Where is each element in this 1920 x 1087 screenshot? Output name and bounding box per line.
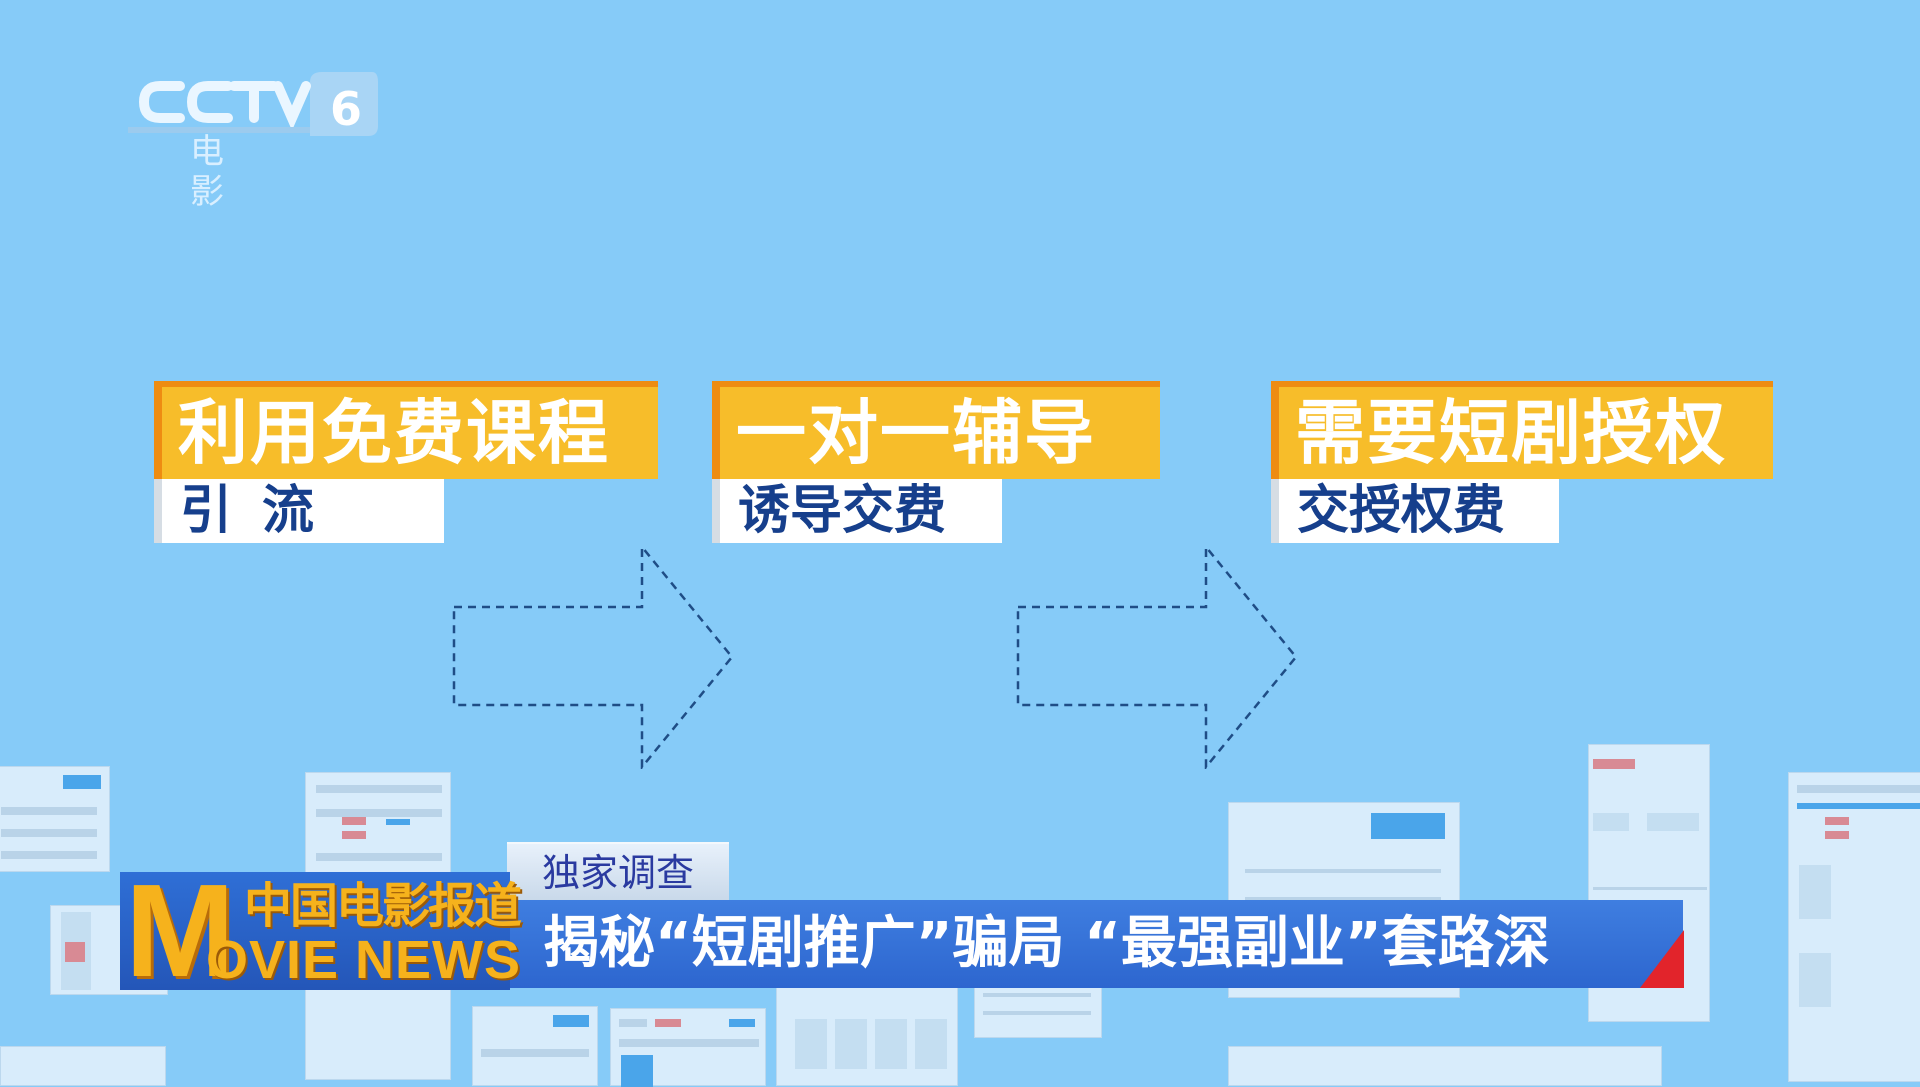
doc-card (472, 1006, 598, 1086)
doc-card (974, 980, 1102, 1038)
step-one-on-one: 一对一辅导 诱导交费 (712, 381, 1160, 561)
cctv-channel-logo: 6 电 影 (124, 68, 384, 212)
cctv-logo-icon (128, 72, 378, 136)
dashed-arrow-icon (1016, 545, 1298, 769)
doc-card (0, 766, 110, 872)
step-title: 一对一辅导 (712, 381, 1160, 479)
program-name-en: OVIE NEWS (206, 930, 522, 990)
doc-card (1228, 1046, 1662, 1086)
movie-news-m-icon: M (125, 857, 235, 1004)
step-title: 需要短剧授权 (1271, 381, 1773, 479)
movie-news-logo: M 中国电影报道 OVIE NEWS (120, 857, 522, 1004)
program-name-cn: 中国电影报道 (244, 878, 522, 934)
channel-number: 6 (329, 82, 362, 136)
step-subtitle: 交授权费 (1271, 479, 1559, 543)
channel-name: 电 影 (190, 132, 246, 212)
red-corner-accent (1640, 930, 1684, 988)
step-subtitle: 诱导交费 (712, 479, 1002, 543)
step-subtitle: 引流 (154, 479, 444, 543)
doc-card (0, 1046, 166, 1086)
doc-card (1788, 772, 1920, 1082)
headline-bar: 揭秘“短剧推广”骗局 “最强副业”套路深 (507, 900, 1683, 988)
exclusive-tag: 独家调查 (507, 842, 729, 900)
step-license: 需要短剧授权 交授权费 (1271, 381, 1773, 561)
step-title: 利用免费课程 (154, 381, 658, 479)
dashed-arrow-icon (452, 545, 734, 769)
headline-text: 揭秘“短剧推广”骗局 “最强副业”套路深 (543, 911, 1550, 976)
step-free-course: 利用免费课程 引流 (154, 381, 658, 561)
doc-card (610, 1008, 766, 1087)
